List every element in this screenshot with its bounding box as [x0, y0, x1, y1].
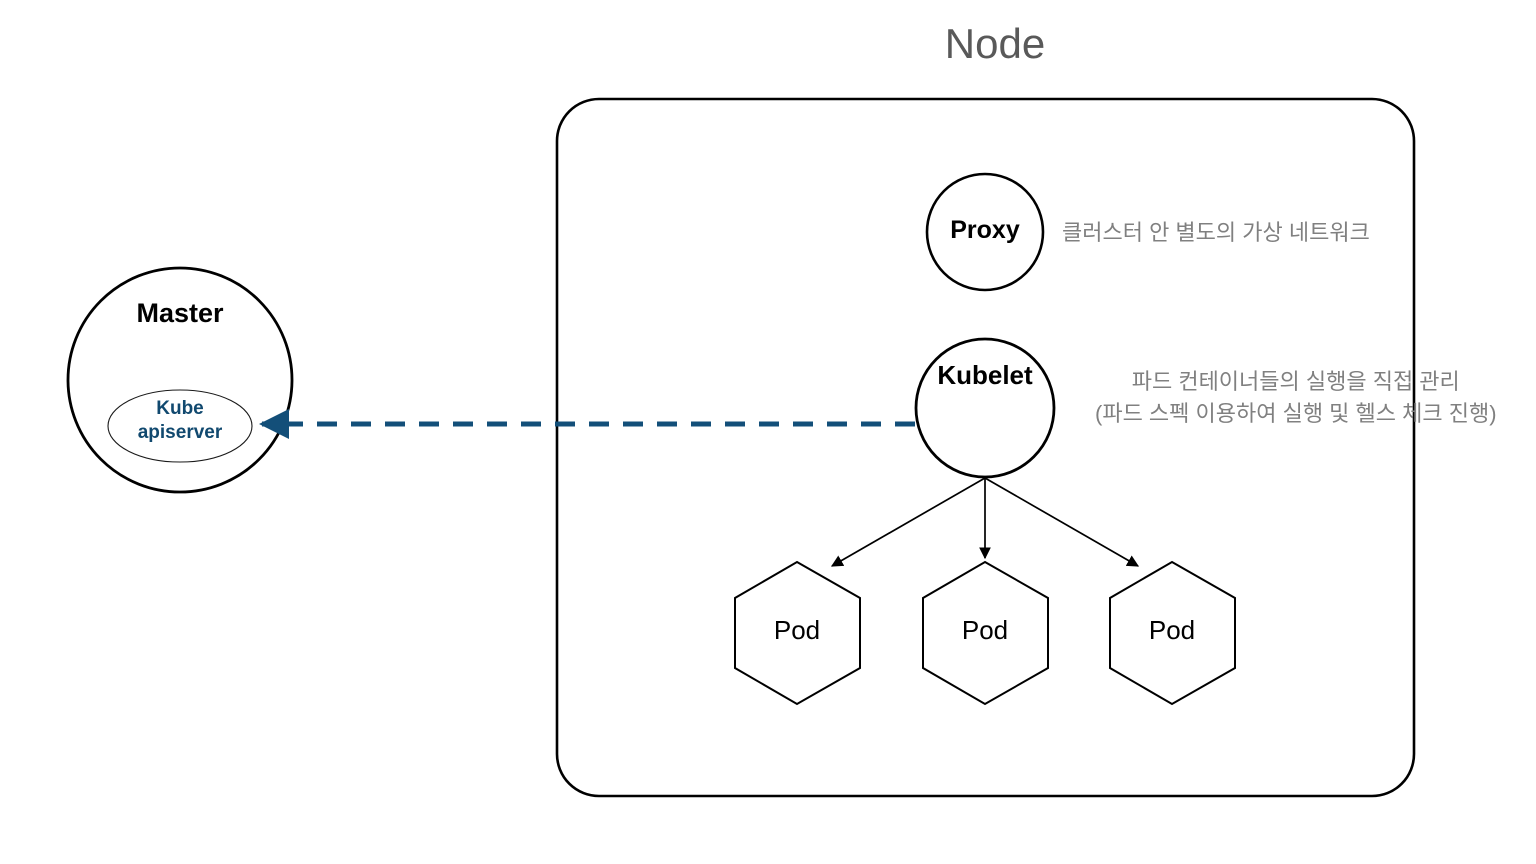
kube-apiserver-label-line1: Kube	[156, 398, 204, 419]
node-title: Node	[944, 20, 1046, 67]
pod-label-2: Pod	[961, 615, 1009, 645]
pod-label-1: Pod	[773, 615, 821, 645]
pod-hexagon-2	[922, 560, 1049, 706]
proxy-circle	[925, 172, 1045, 292]
pod-label-3: Pod	[1148, 615, 1196, 645]
pod-hexagon-1	[734, 560, 861, 706]
proxy-annotation: 클러스터 안 별도의 가상 네트워크	[1062, 220, 1370, 245]
arrow-kubelet-to-pod-1	[830, 477, 986, 567]
node-container-box	[555, 97, 1416, 798]
kubelet-annotation-line2: (파드 스펙 이용하여 실행 및 헬스 체크 진행)	[1095, 400, 1497, 426]
kube-apiserver-ellipse	[107, 389, 253, 463]
proxy-label: Proxy	[950, 216, 1020, 244]
kubelet-label: Kubelet	[937, 360, 1033, 390]
kube-apiserver-label-line2: apiserver	[137, 421, 223, 443]
master-label: Master	[136, 298, 224, 328]
arrow-kubelet-to-pod-3	[984, 477, 1140, 567]
kubelet-annotation: 파드 컨테이너들의 실행을 직접 관리 (파드 스펙 이용하여 실행 및 헬스 체…	[1095, 366, 1497, 430]
pod-hexagon-3	[1109, 560, 1236, 706]
kubelet-annotation-line1: 파드 컨테이너들의 실행을 직접 관리	[1131, 369, 1460, 394]
kubelet-circle	[914, 337, 1056, 479]
